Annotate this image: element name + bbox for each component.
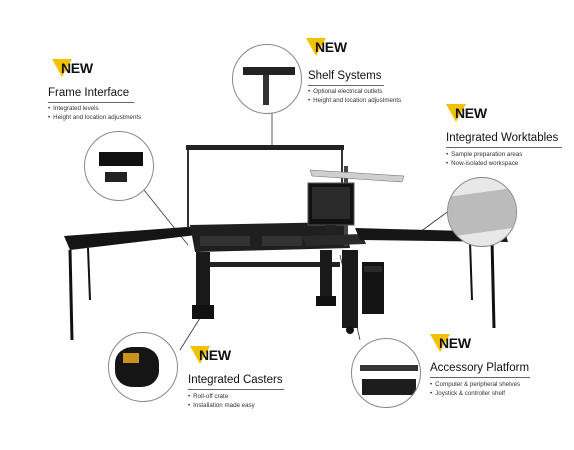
leader-line-casters	[179, 317, 201, 351]
bullet-item: Integrated levels	[48, 104, 141, 113]
overhead-frame	[186, 145, 344, 150]
bullet-item: Computer & peripheral shelves	[430, 380, 520, 389]
integrated-worktables-bullets: Sample preparation areas Now-isolated wo…	[446, 150, 522, 168]
bullet-item: Height and location adjustments	[308, 96, 401, 105]
caster-detail-image	[108, 332, 178, 402]
computer-tower	[362, 262, 384, 314]
bullet-item: Installation made easy	[188, 401, 255, 410]
worktable-detail-image	[447, 177, 517, 247]
frame-interface-rule	[48, 102, 134, 103]
accessory-platform-bullets: Computer & peripheral shelves Joystick &…	[430, 380, 520, 398]
bullet-item: Sample preparation areas	[446, 150, 522, 159]
shelf-systems-detail-image	[232, 44, 302, 114]
bullet-item: Now-isolated workspace	[446, 159, 522, 168]
bullet-item: Height and location adjustments	[48, 113, 141, 122]
bullet-item: Optional electrical outlets	[308, 87, 401, 96]
shelf-systems-bullets: Optional electrical outlets Height and l…	[308, 87, 401, 105]
left-table-top	[64, 226, 205, 250]
accessory-platform-detail-image	[351, 338, 421, 408]
new-badge-worktables: NEW	[446, 104, 490, 126]
integrated-casters-rule	[188, 389, 284, 390]
new-badge-casters: NEW	[190, 346, 234, 368]
integrated-worktables-rule	[446, 147, 562, 148]
frame-interface-detail-image	[84, 131, 154, 201]
integrated-casters-title: Integrated Casters	[188, 374, 283, 386]
shelf-systems-rule	[308, 85, 384, 86]
keyboard-tray	[302, 234, 366, 246]
leader-line-worktable	[419, 209, 451, 233]
integrated-worktables-title: Integrated Worktables	[446, 132, 559, 144]
left-caster-base	[192, 305, 214, 319]
new-badge-frame-interface: NEW	[52, 59, 96, 81]
new-badge-accessory-platform: NEW	[430, 334, 474, 356]
bullet-item: Roll-off crate	[188, 392, 255, 401]
new-badge-shelf-systems: NEW	[306, 38, 350, 60]
shelf-systems-title: Shelf Systems	[308, 70, 382, 82]
integrated-casters-bullets: Roll-off crate Installation made easy	[188, 392, 255, 410]
frame-interface-bullets: Integrated levels Height and location ad…	[48, 104, 141, 122]
frame-interface-title: Frame Interface	[48, 87, 130, 99]
bullet-item: Joystick & controller shelf	[430, 389, 520, 398]
accessory-platform-title: Accessory Platform	[430, 362, 530, 374]
accessory-platform-rule	[430, 377, 530, 378]
shelf	[309, 169, 405, 183]
